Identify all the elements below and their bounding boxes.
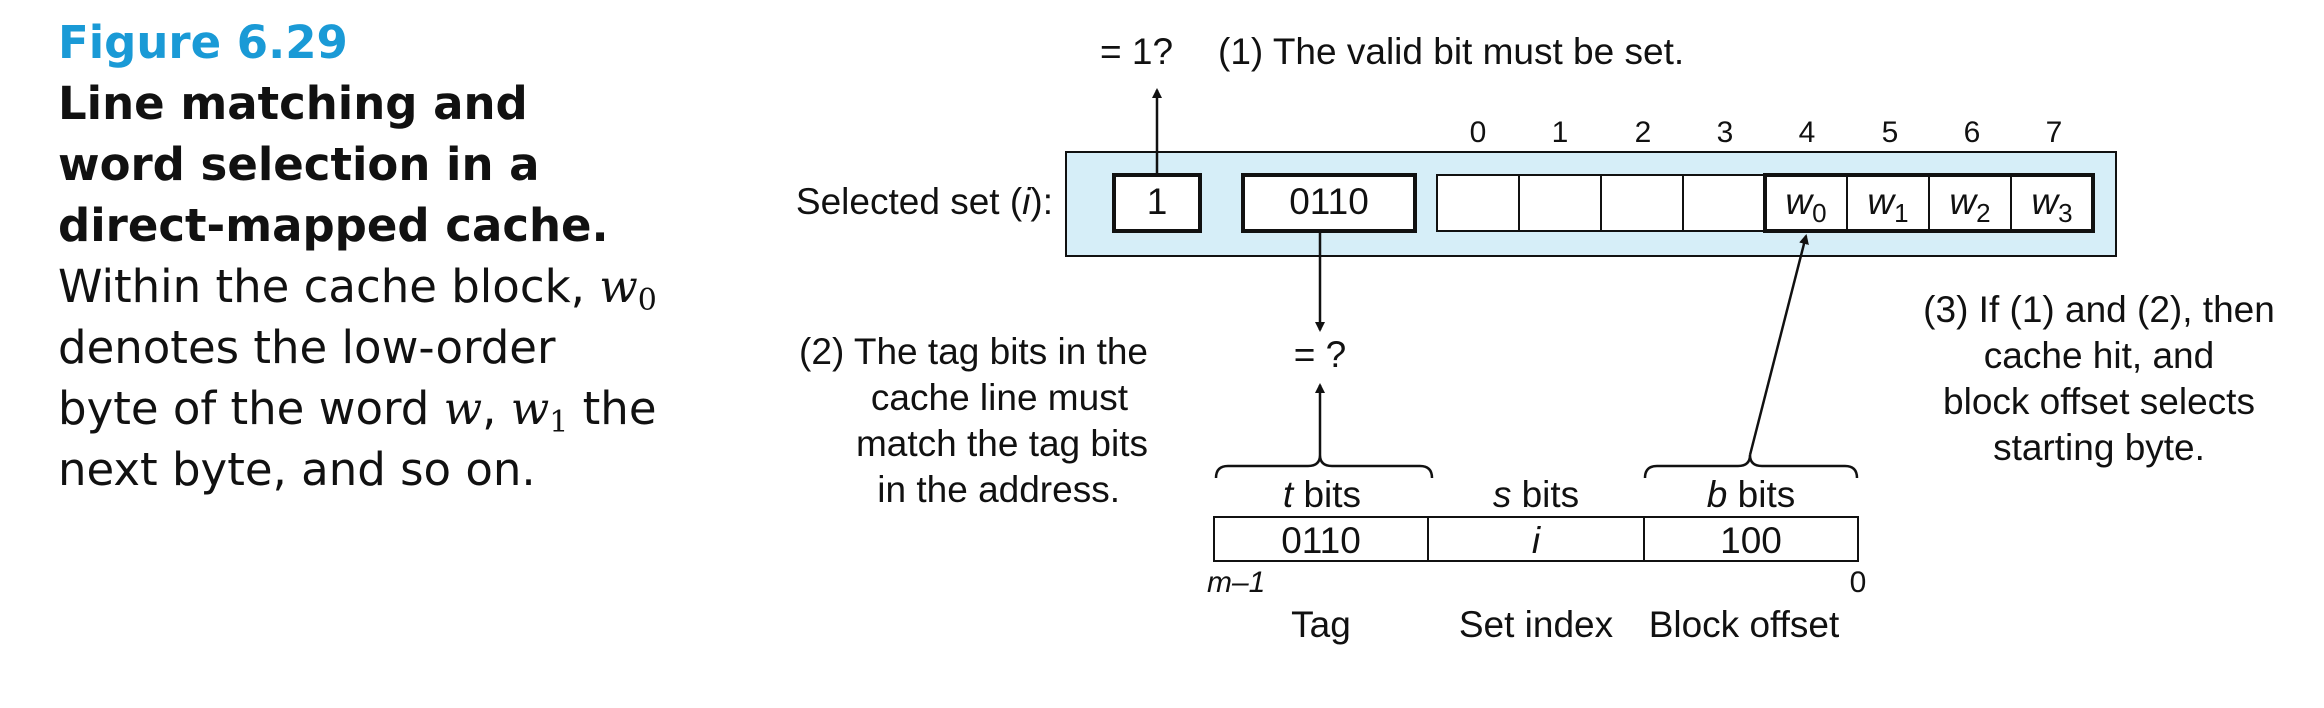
byte-index: 6 — [1964, 116, 1981, 149]
block-cell-empty — [1600, 174, 1684, 232]
tag-value: 0110 — [1289, 181, 1369, 222]
address: 0110 i 100 — [1213, 516, 1859, 562]
caption-subscript-1: 1 — [549, 405, 569, 440]
address-tag-field — [1213, 516, 1429, 562]
note-line: in the address. — [877, 469, 1120, 510]
byte-index: 0 — [1470, 116, 1487, 149]
word-byte-label: w0 — [1785, 181, 1826, 228]
tag-cell — [1241, 173, 1417, 233]
byte-index: 2 — [1635, 116, 1652, 149]
byte-index-row: 0 1 2 3 4 5 6 7 — [1470, 116, 2063, 149]
figure-label: Figure 6.29 — [58, 16, 348, 69]
byte-index: 3 — [1717, 116, 1734, 149]
caption-w-symbol: w — [599, 260, 638, 313]
byte-index: 7 — [2046, 116, 2063, 149]
word-byte-label: w2 — [1949, 181, 1990, 228]
tag-check-label: = ? — [1294, 334, 1346, 375]
word-outline — [1763, 173, 2095, 233]
block-cell-word — [1928, 174, 2012, 232]
selected-set-label: Selected set (i): — [796, 181, 1053, 222]
caption-text: the next byte, and so on. — [58, 382, 657, 496]
caption-text: , — [482, 382, 511, 435]
block-cell-empty — [1682, 174, 1766, 232]
caption-w-symbol: w — [510, 382, 550, 435]
block-offset-arrow — [1748, 234, 1809, 456]
address-set-index-field — [1427, 516, 1645, 562]
msb-label: m–1 — [1207, 566, 1265, 599]
lsb-label: 0 — [1850, 566, 1867, 599]
field-name-block-offset: Block offset — [1649, 604, 1840, 645]
block-cell-empty — [1436, 174, 1520, 232]
note-line: cache hit, and — [1984, 335, 2214, 376]
caption-text: Within the cache block, — [58, 260, 600, 313]
block-cell-word — [1846, 174, 1930, 232]
note-line: cache line must — [871, 377, 1129, 418]
caption-w-symbol: w — [443, 382, 483, 435]
block-cell-empty — [1518, 174, 1602, 232]
set-bits-label: s bits — [1493, 474, 1579, 515]
field-name-set-index: Set index — [1459, 604, 1614, 645]
field-name-tag: Tag — [1291, 604, 1351, 645]
figure-caption: Figure 6.29 Line matching and word selec… — [58, 12, 658, 500]
note-line: starting byte. — [1993, 427, 2205, 468]
caption-subscript-0: 0 — [637, 283, 657, 318]
valid-bit-cell — [1112, 173, 1202, 233]
byte-index: 5 — [1882, 116, 1899, 149]
caption-text: denotes the low-order byte of the word — [58, 321, 556, 435]
word-byte-label: w1 — [1867, 181, 1908, 228]
tag-bits-label: t bits — [1283, 474, 1361, 515]
cache-block: w0 w1 w2 w3 — [1436, 173, 2095, 233]
note-line: match the tag bits — [856, 423, 1148, 464]
note-line: (2) The tag bits in the — [799, 331, 1148, 372]
note-line: block offset selects — [1943, 381, 2255, 422]
offset-field-brace — [1643, 454, 1859, 479]
tag-field-brace — [1214, 454, 1434, 479]
address-tag-value: 0110 — [1281, 520, 1361, 561]
note-tag-match: (2) The tag bits in the cache line must … — [799, 331, 1148, 510]
valid-bit-value: 1 — [1147, 181, 1168, 222]
caption-title: Line matching and word selection in a di… — [58, 77, 609, 252]
byte-index: 4 — [1799, 116, 1816, 149]
valid-check-label: = 1? — [1100, 31, 1173, 72]
byte-index: 1 — [1552, 116, 1569, 149]
address-set-index-value: i — [1532, 520, 1542, 561]
word-byte-label: w3 — [2031, 181, 2072, 228]
offset-bits-label: b bits — [1707, 474, 1795, 515]
note-line: (3) If (1) and (2), then — [1923, 289, 2275, 330]
address-block-offset-value: 100 — [1720, 520, 1782, 561]
address-block-offset-field — [1643, 516, 1859, 562]
note-valid-bit: (1) The valid bit must be set. — [1218, 31, 1684, 72]
note-cache-hit: (3) If (1) and (2), then cache hit, and … — [1923, 289, 2275, 468]
